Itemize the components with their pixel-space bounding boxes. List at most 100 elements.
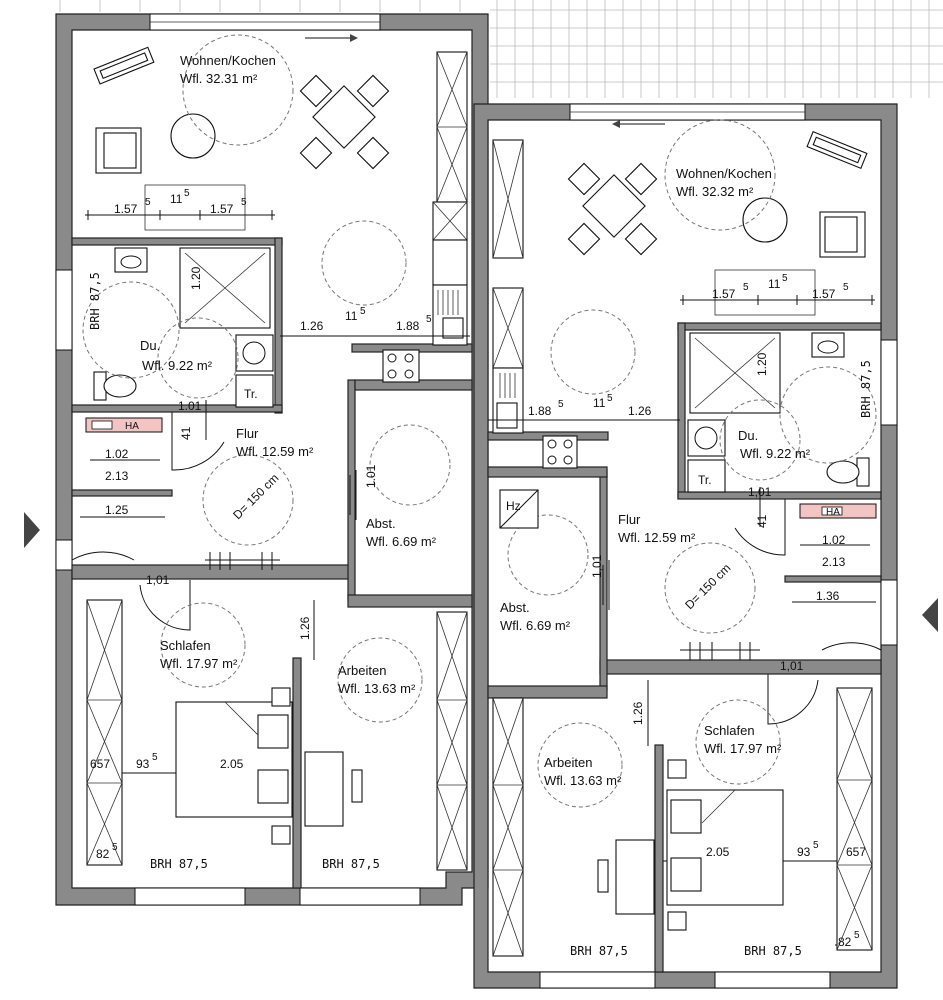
dim-label: 1.26 [300, 319, 324, 333]
right-flur-bottom-wall [599, 659, 882, 675]
turning-circle [82, 281, 180, 379]
left-outer-wall [55, 13, 489, 906]
right-unit [473, 103, 938, 989]
right-arbeiten-wall [654, 744, 664, 973]
dim-label: 1.01 [364, 464, 378, 488]
toilet-icon [826, 457, 870, 487]
left-entry-marker-icon [24, 512, 40, 548]
left-abst-bottom-wall [347, 594, 473, 608]
brh-label: BRH 87,5 [570, 944, 628, 958]
left-arbeiten-wardrobe [436, 611, 468, 871]
stove-icon [382, 349, 420, 383]
left-arbeiten-wall [292, 657, 302, 889]
chair-icon [597, 859, 609, 893]
tr-label: Tr. [244, 387, 258, 401]
dining-table-icon [567, 162, 658, 256]
right-abst-bottom-wall [487, 685, 608, 699]
room-area-flur: Wfl. 12.59 m² [618, 530, 696, 545]
dim-label: 5 [152, 752, 158, 763]
left-entry-wall [71, 489, 173, 497]
turning-circle-150 [664, 542, 756, 634]
brh-label: BRH 87,5 [150, 857, 208, 871]
right-schlafen-door[interactable] [767, 674, 819, 725]
right-entry-marker-icon [922, 598, 938, 632]
right-arbeiten-wardrobe [492, 697, 524, 957]
left-bath-top-wall [71, 237, 283, 246]
room-name-wohnen: Wohnen/Kochen [676, 166, 772, 181]
dim-label: 11 [768, 277, 781, 291]
turning-circle [779, 366, 877, 464]
dim-label: 5 [112, 842, 118, 853]
dim-label: 657 [90, 757, 110, 771]
dim-label: 1.57 [210, 202, 234, 216]
right-bath-bottom-wall [677, 491, 882, 500]
brh-label: BRH 87,5 [744, 944, 802, 958]
washing-machine-icon [235, 334, 274, 372]
dim-label: 82 [838, 935, 852, 949]
dim-label: 1.26 [631, 701, 645, 725]
dim-label: 11 [593, 396, 606, 410]
circle-label: D= 150 cm [230, 471, 281, 522]
dim-label: 657 [846, 845, 866, 859]
turning-circle-150 [202, 454, 294, 546]
dim-label: 5 [782, 273, 788, 284]
dim-label: 1,01 [146, 573, 170, 587]
ha-label: HA [125, 421, 139, 432]
room-name-wohnen: Wohnen/Kochen [180, 53, 276, 68]
left-bath-door[interactable] [171, 412, 225, 471]
dim-label: 93 [136, 757, 150, 771]
dim-label: 82 [96, 847, 110, 861]
ha-label: HA [826, 507, 840, 518]
room-name-dusche: Du. [140, 338, 160, 353]
room-area-schlafen: Wfl. 17.97 m² [704, 741, 782, 756]
turning-circle [550, 309, 636, 395]
turning-circle [369, 424, 451, 506]
washing-machine-icon [687, 419, 726, 457]
turning-circle [321, 220, 407, 306]
dim-label: 1.57 [712, 287, 736, 301]
room-name-flur: Flur [618, 512, 641, 527]
room-area-wohnen: Wfl. 32.32 m² [676, 184, 754, 199]
left-entry-door[interactable] [71, 496, 135, 561]
dim-label: 1.25 [105, 503, 129, 517]
left-kitchen-cabinets [432, 51, 468, 346]
left-schlafen-door[interactable] [139, 580, 191, 631]
left-bath-bottom-wall [71, 404, 283, 413]
circle-label: D= 150 cm [682, 561, 733, 612]
turning-circle [182, 34, 294, 146]
room-area-dusche: Wfl. 9.22 m² [740, 446, 811, 461]
bed-icon [175, 687, 293, 845]
dim-label: 11 [345, 309, 358, 323]
dryer-icon [235, 374, 274, 408]
room-name-schlafen: Schlafen [704, 723, 755, 738]
left-wardrobe [86, 599, 123, 866]
round-table-icon [170, 113, 216, 159]
dim-label: 1,01 [748, 485, 772, 499]
room-area-abst: Wfl. 6.69 m² [366, 534, 437, 549]
right-window-bottom-1 [539, 971, 656, 989]
right-bath-top-wall [677, 322, 882, 331]
turning-circle [695, 699, 781, 785]
right-bath-door[interactable] [734, 499, 786, 556]
bed-icon [666, 759, 784, 931]
room-name-arbeiten: Arbeiten [544, 755, 592, 770]
sofa-icon [93, 46, 155, 85]
left-entry-door-frame [55, 539, 73, 571]
right-window-bath [880, 339, 898, 426]
dim-label: 2.13 [105, 469, 129, 483]
room-area-schlafen: Wfl. 17.97 m² [160, 656, 238, 671]
brh-label: BRH 87,5 [322, 857, 380, 871]
dim-label: 1.20 [755, 352, 769, 376]
chair-icon [351, 769, 363, 803]
right-wardrobe [836, 687, 873, 951]
dim-label: 5 [813, 840, 819, 851]
right-kitchen-cabinets [492, 139, 524, 434]
room-name-arbeiten: Arbeiten [338, 663, 386, 678]
dining-table-icon [299, 74, 390, 170]
right-entry-door[interactable] [821, 585, 882, 651]
dim-label: 2.05 [706, 845, 730, 859]
left-window-bottom-1 [134, 887, 246, 906]
turning-circle [719, 399, 801, 481]
hz-label: Hz [506, 499, 521, 513]
turning-circle [507, 514, 589, 596]
